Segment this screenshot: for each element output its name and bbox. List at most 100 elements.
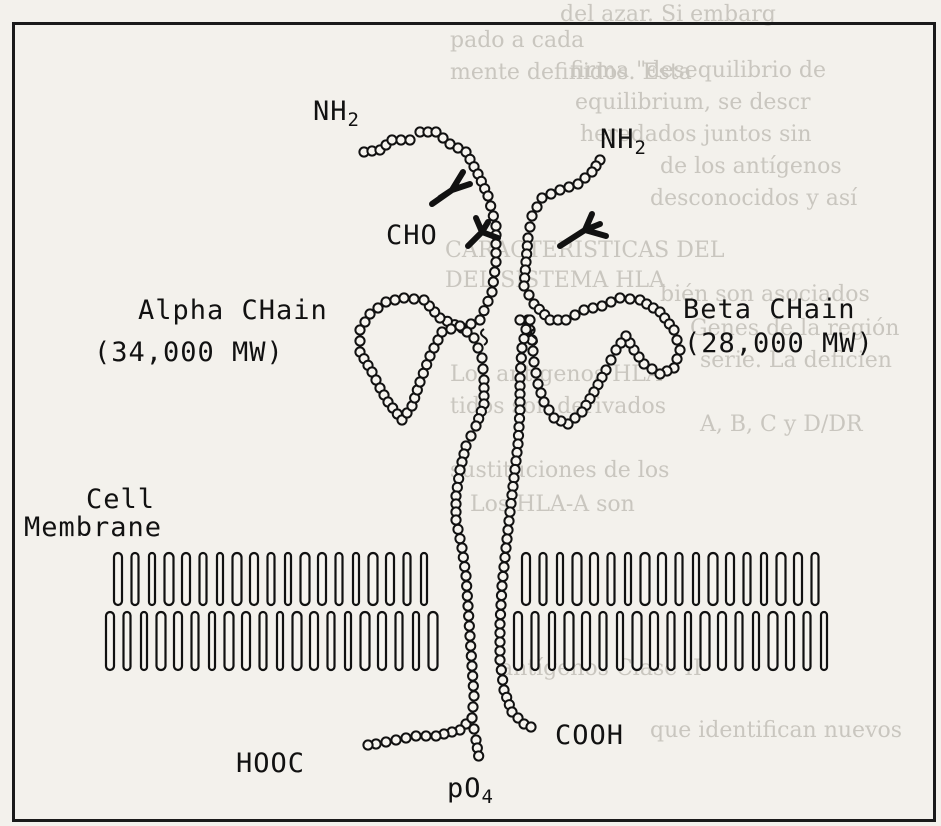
amino-acid-bead xyxy=(528,346,537,355)
lipid-molecule xyxy=(617,612,623,670)
lipid-molecule xyxy=(761,553,767,605)
amino-acid-bead xyxy=(486,201,495,210)
lipid-molecule xyxy=(378,612,386,670)
amino-acid-bead xyxy=(469,691,478,700)
lipid-molecule xyxy=(386,553,394,605)
amino-acid-bead xyxy=(409,294,418,303)
amino-acid-bead xyxy=(411,731,420,740)
lipid-molecule xyxy=(233,553,242,605)
phosphate-label: pO4 xyxy=(447,775,494,802)
lipid-molecule xyxy=(353,553,359,605)
amino-acid-bead xyxy=(431,731,440,740)
lipid-molecule xyxy=(268,553,275,605)
amino-acid-bead xyxy=(497,665,506,674)
amino-acid-bead xyxy=(477,353,486,362)
amino-acid-bead xyxy=(483,297,492,306)
amino-acid-bead xyxy=(500,553,509,562)
amino-acid-bead xyxy=(531,368,540,377)
lipid-molecule xyxy=(736,612,743,670)
amino-acid-bead xyxy=(496,610,505,619)
amino-acid-bead xyxy=(396,135,405,144)
beta-nh2-label: NH2 xyxy=(600,126,647,153)
lipid-molecule xyxy=(106,612,114,670)
lipid-molecule xyxy=(608,553,615,605)
lipid-molecule xyxy=(310,612,318,670)
amino-acid-bead xyxy=(537,193,546,202)
amino-acid-bead xyxy=(498,675,507,684)
lipid-molecule xyxy=(549,612,555,670)
amino-acid-bead xyxy=(455,534,464,543)
lipid-molecule xyxy=(804,612,811,670)
lipid-molecule xyxy=(114,553,122,605)
lipid-molecule xyxy=(590,553,598,605)
amino-acid-bead xyxy=(387,135,396,144)
lipid-molecule xyxy=(786,612,794,670)
amino-acid-bead xyxy=(561,315,570,324)
amino-acid-bead xyxy=(496,600,505,609)
lipid-molecule xyxy=(149,553,155,605)
amino-acid-bead xyxy=(459,553,468,562)
lipid-molecule xyxy=(225,612,234,670)
lipid-molecule xyxy=(293,612,302,670)
amino-acid-bead xyxy=(546,189,555,198)
lipid-molecule xyxy=(658,553,666,605)
amino-acid-bead xyxy=(517,343,526,352)
amino-acid-bead xyxy=(455,465,464,474)
lipid-molecule xyxy=(260,612,267,670)
amino-acid-bead xyxy=(505,507,514,516)
carbohydrate-branch xyxy=(560,214,606,246)
lipid-molecule xyxy=(573,553,582,605)
amino-acid-bead xyxy=(465,621,474,630)
amino-acid-bead xyxy=(495,619,504,628)
amino-acid-bead xyxy=(467,651,476,660)
amino-acid-bead xyxy=(437,327,446,336)
lipid-molecule xyxy=(625,553,631,605)
amino-acid-bead xyxy=(519,281,528,290)
amino-acid-bead xyxy=(515,315,524,324)
amino-acid-bead xyxy=(504,516,513,525)
amino-acid-bead xyxy=(597,301,606,310)
amino-acid-bead xyxy=(526,722,535,731)
amino-acid-bead xyxy=(462,581,471,590)
amino-acid-bead xyxy=(463,601,472,610)
amino-acid-bead xyxy=(491,239,500,248)
alpha-chain-name: Alpha CHain xyxy=(138,297,328,324)
amino-acid-bead xyxy=(461,571,470,580)
amino-acid-bead xyxy=(495,646,504,655)
lipid-molecule xyxy=(165,553,174,605)
lipid-molecule xyxy=(301,553,310,605)
amino-acid-bead xyxy=(468,671,477,680)
lipid-molecule xyxy=(413,612,419,670)
lipid-molecule xyxy=(557,553,563,605)
amino-acid-bead xyxy=(611,345,620,354)
amino-acid-bead xyxy=(451,515,460,524)
amino-acid-bead xyxy=(672,354,681,363)
membrane-label-line2: Membrane xyxy=(24,514,162,541)
amino-acid-bead xyxy=(524,290,533,299)
amino-acid-bead xyxy=(532,202,541,211)
disulfide-bond xyxy=(481,329,487,345)
amino-acid-bead xyxy=(478,364,487,373)
amino-acid-bead xyxy=(469,681,478,690)
amino-acid-bead xyxy=(525,315,534,324)
lipid-molecule xyxy=(209,612,215,670)
lipid-molecule xyxy=(124,612,131,670)
amino-acid-bead xyxy=(473,343,482,352)
amino-acid-bead xyxy=(573,179,582,188)
amino-acid-bead xyxy=(615,293,624,302)
amino-acid-bead xyxy=(490,267,499,276)
lipid-molecule xyxy=(404,553,411,605)
lipid-molecule xyxy=(369,553,378,605)
lipid-molecule xyxy=(250,553,258,605)
amino-acid-bead xyxy=(475,315,484,324)
amino-acid-bead xyxy=(579,305,588,314)
lipid-molecule xyxy=(821,612,827,670)
amino-acid-bead xyxy=(469,333,478,342)
lipid-molecule xyxy=(769,612,778,670)
lipid-molecule xyxy=(693,553,699,605)
amino-acid-bead xyxy=(495,628,504,637)
amino-acid-bead xyxy=(355,325,364,334)
amino-acid-bead xyxy=(503,525,512,534)
amino-acid-bead xyxy=(527,211,536,220)
